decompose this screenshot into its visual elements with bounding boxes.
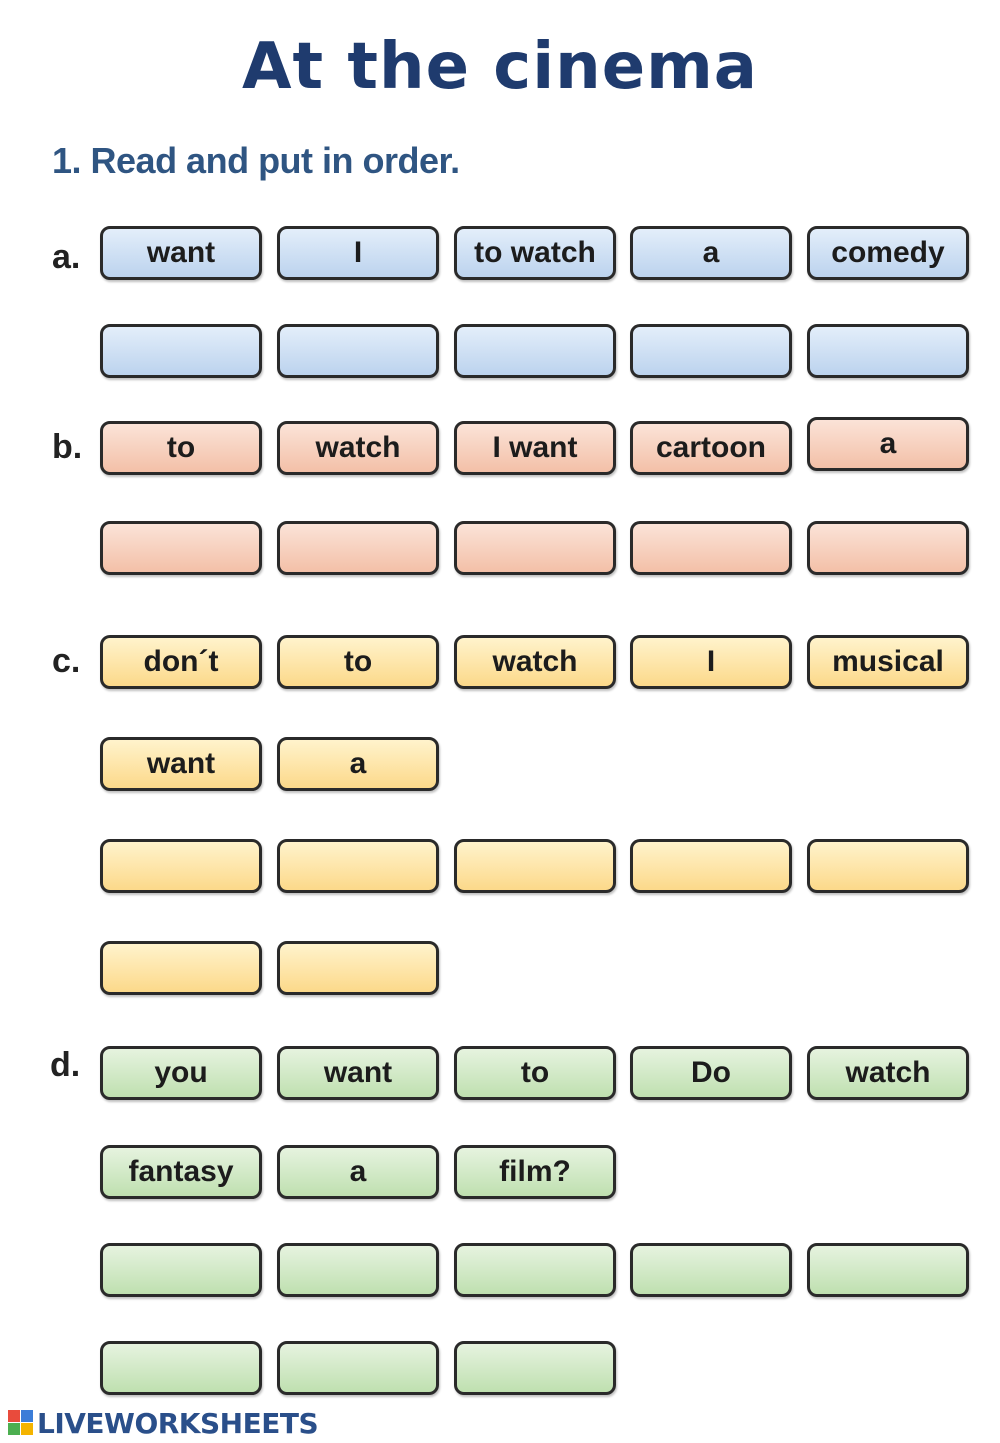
answer-slot[interactable] xyxy=(100,1243,262,1297)
word-tile[interactable]: a xyxy=(630,226,792,280)
exercise-d-letter: d. xyxy=(50,1046,81,1084)
exercise-d-words-row-1: you want to Do watch xyxy=(0,1046,1000,1104)
word-tile[interactable]: fantasy xyxy=(100,1145,262,1199)
exercise-a-words-row: want I to watch a comedy xyxy=(0,226,1000,284)
exercise-c-words-row-2: want a xyxy=(0,737,1000,795)
word-tile[interactable]: watch xyxy=(807,1046,969,1100)
exercise-b-words-row: to watch I want cartoon a xyxy=(0,417,1000,479)
exercise-d-answer-row-1 xyxy=(0,1243,1000,1301)
word-tile[interactable]: cartoon xyxy=(630,421,792,475)
word-tile[interactable]: watch xyxy=(454,635,616,689)
answer-slot[interactable] xyxy=(454,839,616,893)
answer-slot[interactable] xyxy=(630,1243,792,1297)
word-tile[interactable]: a xyxy=(807,417,969,471)
answer-slot[interactable] xyxy=(630,839,792,893)
exercise-c-answer-row-2 xyxy=(0,941,1000,999)
answer-slot[interactable] xyxy=(277,324,439,378)
answer-slot[interactable] xyxy=(277,941,439,995)
word-tile[interactable]: a xyxy=(277,737,439,791)
liveworksheets-logo-text: LIVEWORKSHEETS xyxy=(37,1406,319,1440)
answer-slot[interactable] xyxy=(277,839,439,893)
liveworksheets-logo: LIVEWORKSHEETS xyxy=(8,1406,319,1440)
word-tile[interactable]: I xyxy=(277,226,439,280)
liveworksheets-logo-icon xyxy=(8,1410,34,1436)
exercise-c-answer-row-1 xyxy=(0,839,1000,897)
word-tile[interactable]: comedy xyxy=(807,226,969,280)
word-tile[interactable]: to xyxy=(454,1046,616,1100)
word-tile[interactable]: to xyxy=(100,421,262,475)
answer-slot[interactable] xyxy=(277,521,439,575)
word-tile[interactable]: you xyxy=(100,1046,262,1100)
answer-slot[interactable] xyxy=(454,324,616,378)
answer-slot[interactable] xyxy=(100,324,262,378)
answer-slot[interactable] xyxy=(807,324,969,378)
answer-slot[interactable] xyxy=(630,324,792,378)
answer-slot[interactable] xyxy=(454,1341,616,1395)
word-tile[interactable]: want xyxy=(100,737,262,791)
exercise-a-letter: a. xyxy=(52,238,81,276)
exercise-d-answer-row-2 xyxy=(0,1341,1000,1399)
word-tile[interactable]: a xyxy=(277,1145,439,1199)
word-tile[interactable]: watch xyxy=(277,421,439,475)
answer-slot[interactable] xyxy=(454,521,616,575)
exercise-a-answer-row xyxy=(0,324,1000,382)
word-tile[interactable]: to xyxy=(277,635,439,689)
answer-slot[interactable] xyxy=(100,521,262,575)
exercise-c-words-row-1: don´t to watch I musical xyxy=(0,635,1000,693)
word-tile[interactable]: don´t xyxy=(100,635,262,689)
word-tile[interactable]: want xyxy=(100,226,262,280)
exercise-d-words-row-2: fantasy a film? xyxy=(0,1145,1000,1203)
exercise-b-answer-row xyxy=(0,521,1000,579)
page-title: At the cinema xyxy=(242,30,758,104)
answer-slot[interactable] xyxy=(100,1341,262,1395)
answer-slot[interactable] xyxy=(277,1341,439,1395)
word-tile[interactable]: to watch xyxy=(454,226,616,280)
word-tile[interactable]: I want xyxy=(454,421,616,475)
exercise-c-letter: c. xyxy=(52,642,81,680)
exercise-b-letter: b. xyxy=(52,428,83,466)
answer-slot[interactable] xyxy=(100,839,262,893)
answer-slot[interactable] xyxy=(630,521,792,575)
answer-slot[interactable] xyxy=(454,1243,616,1297)
instruction-text: 1. Read and put in order. xyxy=(52,140,460,181)
word-tile[interactable]: want xyxy=(277,1046,439,1100)
answer-slot[interactable] xyxy=(100,941,262,995)
word-tile[interactable]: I xyxy=(630,635,792,689)
word-tile[interactable]: Do xyxy=(630,1046,792,1100)
answer-slot[interactable] xyxy=(807,839,969,893)
answer-slot[interactable] xyxy=(277,1243,439,1297)
word-tile[interactable]: musical xyxy=(807,635,969,689)
word-tile[interactable]: film? xyxy=(454,1145,616,1199)
answer-slot[interactable] xyxy=(807,1243,969,1297)
answer-slot[interactable] xyxy=(807,521,969,575)
